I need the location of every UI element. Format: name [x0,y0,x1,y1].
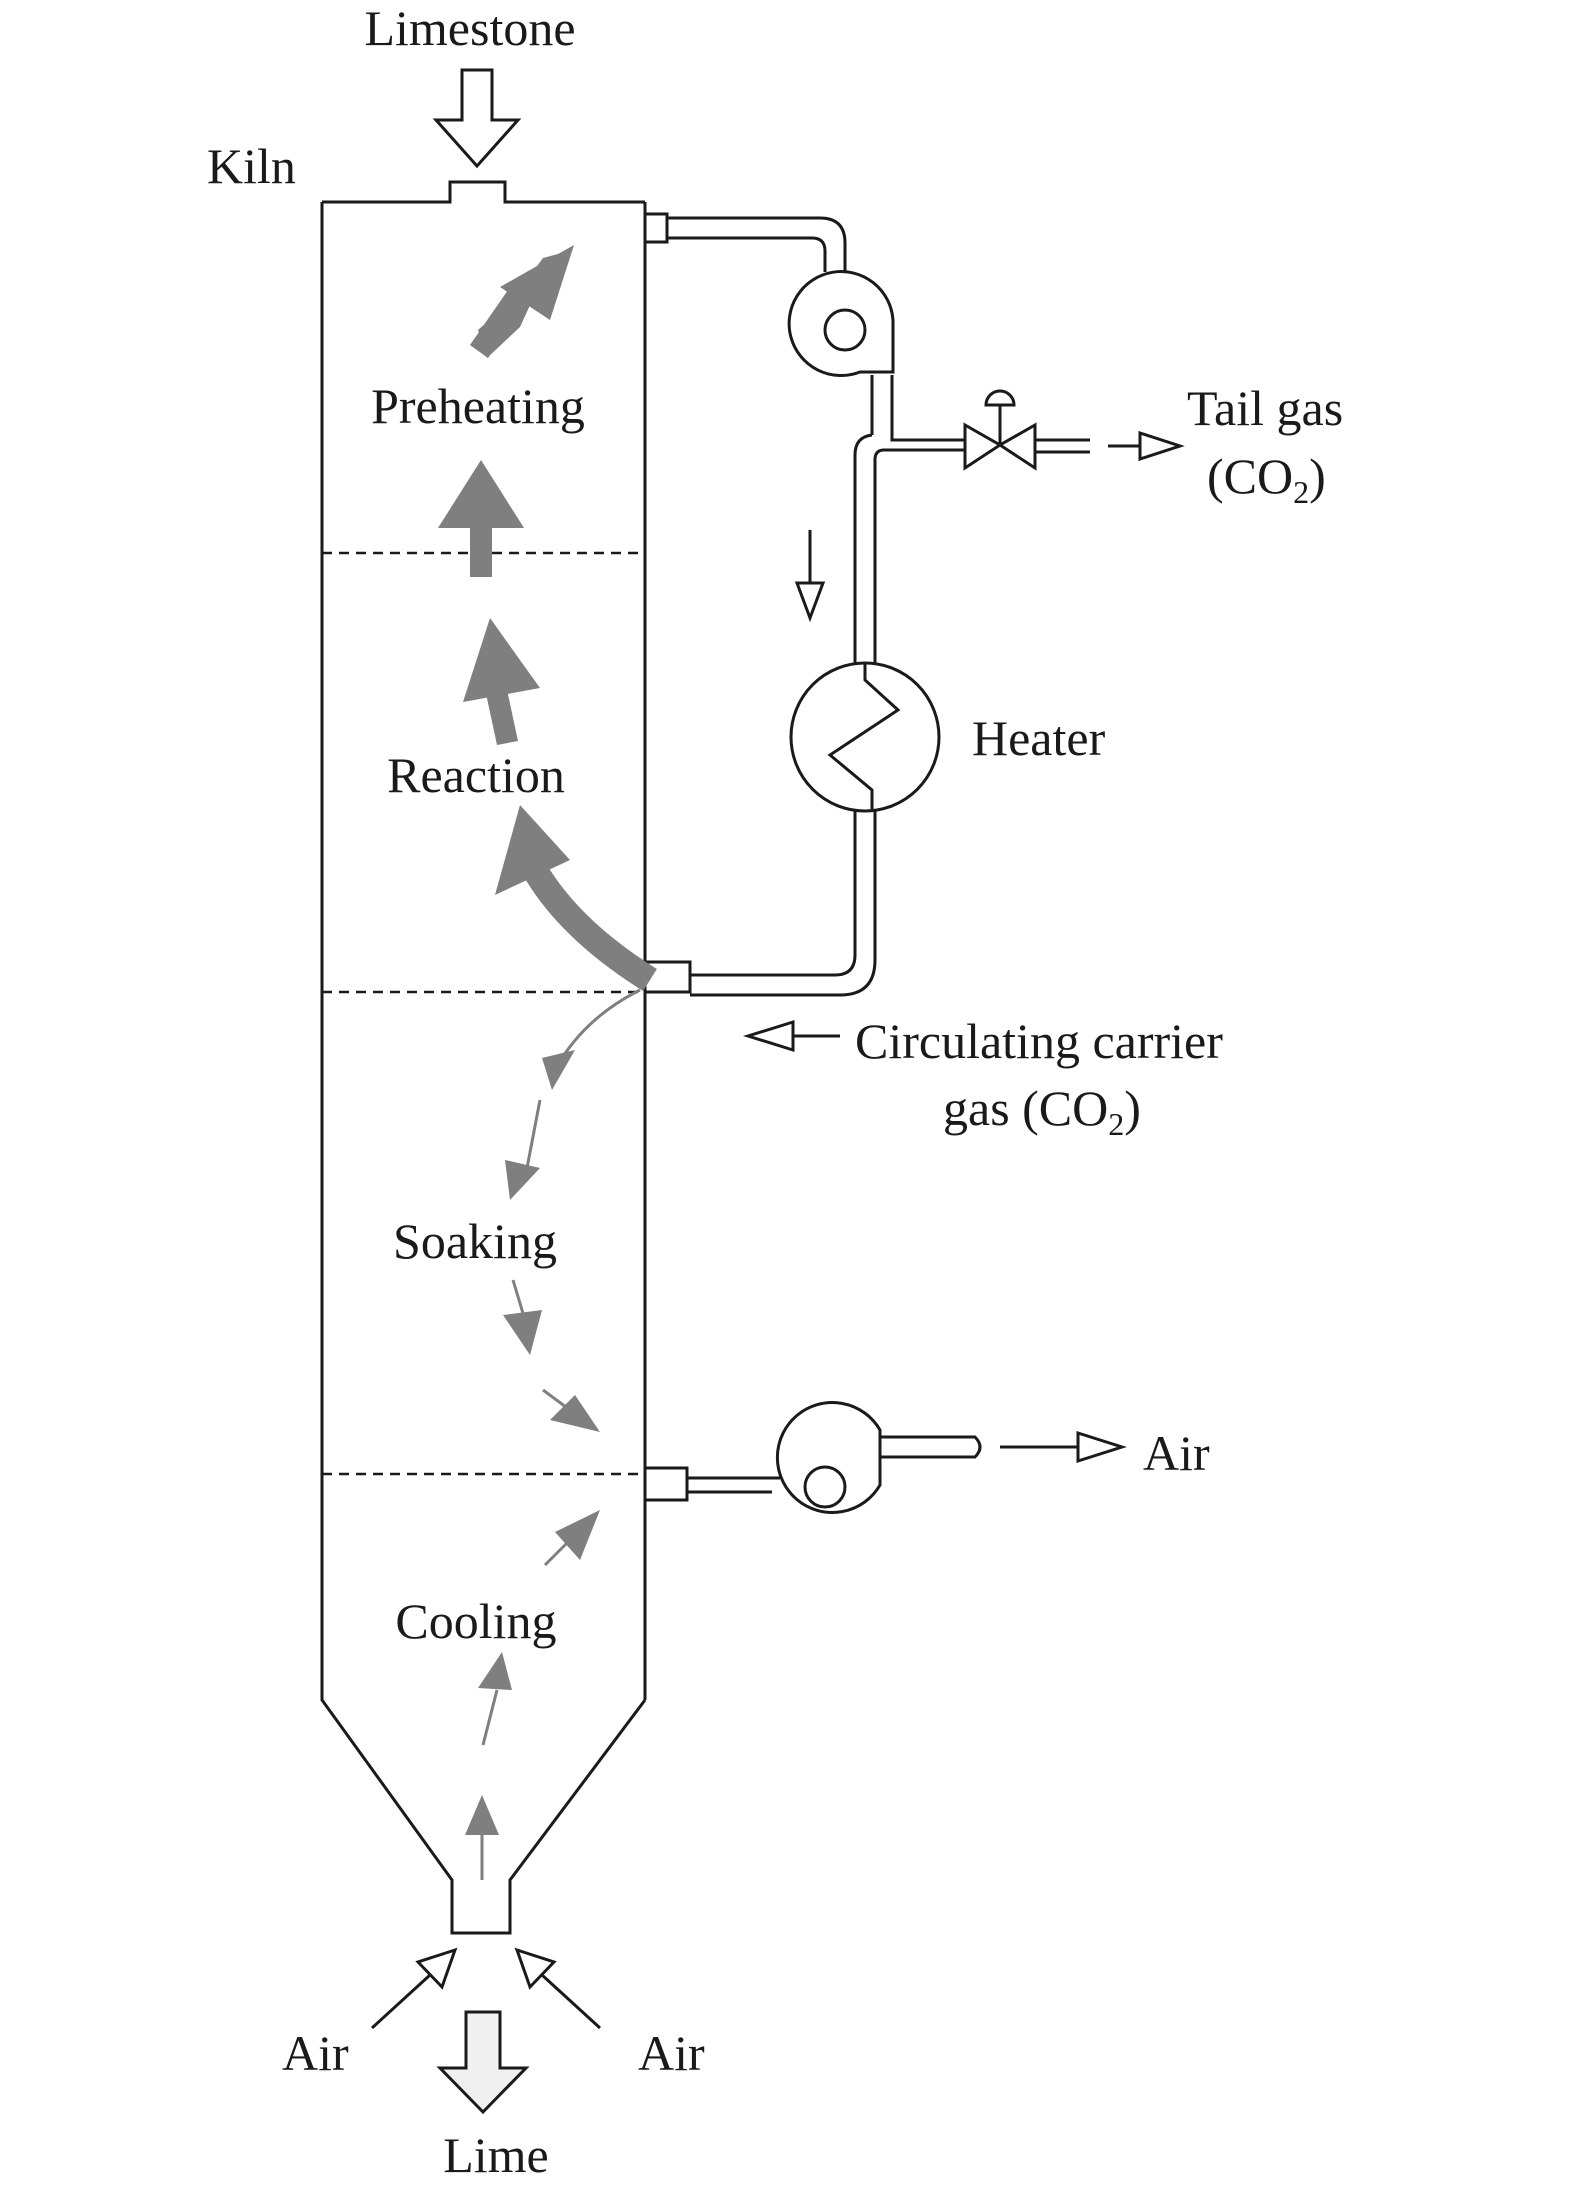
air-inlet-right-arrow [514,1947,602,2030]
heater-label: Heater [972,710,1106,766]
lower-air-pipe [643,1430,1127,1502]
cooling-label: Cooling [395,1593,556,1649]
carrier-gas-formula: gas (CO2) [943,1080,1141,1142]
preheating-label: Preheating [371,378,585,434]
gas-flow-arrows [438,245,657,1880]
carrier-gas-arrow [742,1019,840,1053]
fan-lower [775,1401,882,1514]
lime-outlet-arrow [436,2010,530,2115]
upper-circulation-pipe [643,212,965,997]
tail-gas-formula: (CO2) [1207,448,1326,510]
air-left-label: Air [282,2025,349,2081]
fan-upper [787,270,895,378]
heater [789,661,941,813]
limestone-inlet-arrow [432,68,522,169]
air-inlet-left-arrow [370,1947,458,2030]
kiln-body [320,180,647,1935]
tail-gas-label: Tail gas [1187,380,1343,436]
soaking-label: Soaking [393,1213,557,1269]
limestone-label: Limestone [364,0,575,56]
carrier-gas-label: Circulating carrier [855,1013,1223,1069]
air-outlet-label: Air [1143,1425,1210,1481]
air-right-label: Air [638,2025,705,2081]
kiln-label: Kiln [207,138,296,194]
lime-label: Lime [443,2127,549,2183]
reaction-label: Reaction [387,747,565,803]
control-valve [963,389,1185,471]
